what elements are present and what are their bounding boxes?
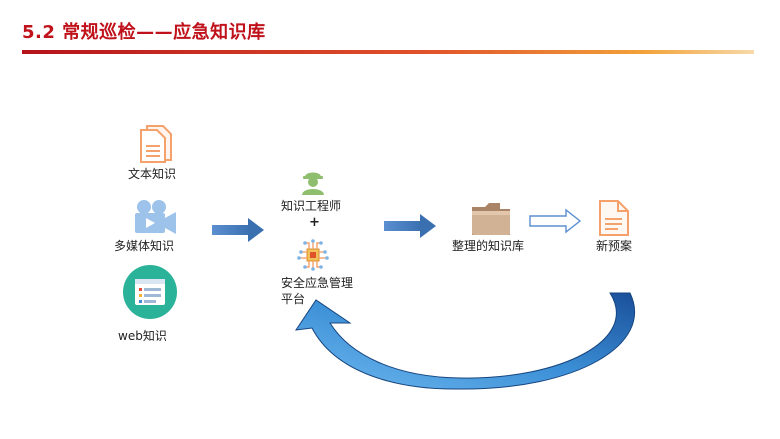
document-icon [139, 124, 173, 168]
chip-circuit-icon [296, 238, 330, 276]
new-plan-label: 新预案 [596, 239, 633, 253]
video-camera-icon [132, 198, 178, 240]
platform-label-line1: 安全应急管理 [281, 276, 354, 290]
arrow-platform-to-library [384, 214, 436, 238]
title-divider [22, 50, 754, 54]
multimedia-knowledge-label: 多媒体知识 [114, 239, 175, 253]
text-knowledge-label: 文本知识 [128, 167, 177, 181]
new-plan-document-icon [598, 199, 630, 241]
engineer-icon [300, 167, 326, 199]
web-knowledge-label: web知识 [118, 329, 167, 343]
web-page-icon [122, 264, 178, 324]
folder-icon [470, 201, 512, 241]
knowledge-engineer-label: 知识工程师 [281, 199, 342, 213]
knowledge-library-label: 整理的知识库 [452, 239, 525, 253]
feedback-loop-arrow [294, 292, 636, 390]
page-title: 5.2 常规巡检——应急知识库 [22, 22, 266, 43]
arrow-library-to-plan [529, 208, 582, 234]
arrow-sources-to-platform [212, 218, 264, 242]
plus-sign: + [309, 215, 320, 230]
platform-label-line2: 平台 [281, 292, 306, 306]
